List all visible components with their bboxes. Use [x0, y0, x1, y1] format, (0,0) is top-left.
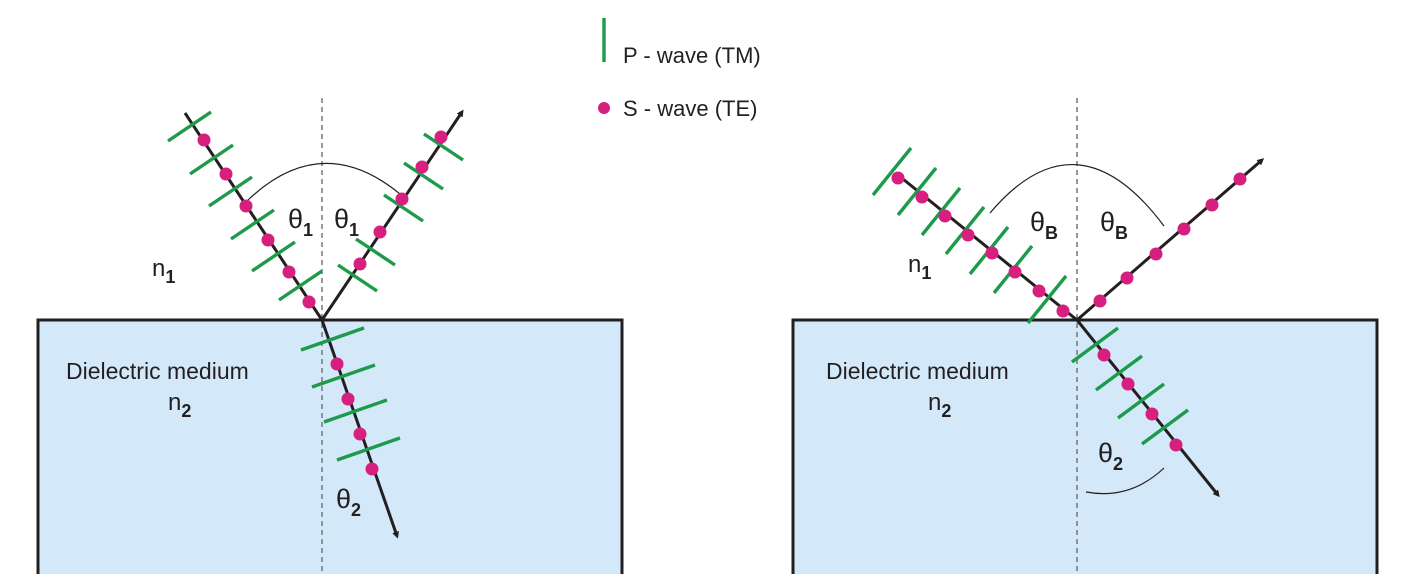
reflected-angle-label-right: θB	[1100, 207, 1128, 243]
reflected-angle-label-left: θ1	[334, 204, 359, 240]
n1-label-left: n1	[152, 255, 175, 287]
refracted-angle-label-left: θ2	[336, 484, 361, 520]
incident-angle-label-right: θB	[1030, 207, 1058, 243]
reflected-ray-right	[1076, 158, 1265, 322]
n2-label-left: n2	[168, 389, 191, 421]
n1-label-right: n1	[908, 251, 931, 283]
incident-angle-label-left: θ1	[288, 204, 313, 240]
incident-ray-right	[871, 146, 1078, 325]
panel-right: θB θB θ2 n1 Dielectric medium n2	[791, 98, 1379, 574]
dielectric-medium-right	[791, 318, 1379, 574]
p-wave-legend-label: P - wave (TM)	[623, 43, 761, 68]
refracted-ray-left	[300, 319, 401, 539]
dielectric-medium-left	[36, 318, 624, 574]
s-wave-legend-label: S - wave (TE)	[623, 96, 757, 121]
panel-left: θ1 θ1 θ2 n1 Dielectric medium n2	[36, 98, 624, 574]
angle-arc-right	[989, 164, 1165, 227]
legend: P - wave (TM) S - wave (TE)	[598, 18, 761, 121]
angle-arc-left	[247, 162, 401, 201]
refracted-angle-label-right: θ2	[1098, 438, 1123, 474]
incident-ray-left	[167, 110, 324, 321]
medium-label-right: Dielectric medium	[826, 358, 1009, 384]
refraction-arc-right	[1085, 467, 1165, 495]
s-wave-legend-swatch	[598, 102, 610, 114]
n2-label-right: n2	[928, 389, 951, 421]
reflected-ray-left	[320, 109, 464, 321]
medium-label-left: Dielectric medium	[66, 358, 249, 384]
refracted-ray-right	[1070, 319, 1220, 498]
